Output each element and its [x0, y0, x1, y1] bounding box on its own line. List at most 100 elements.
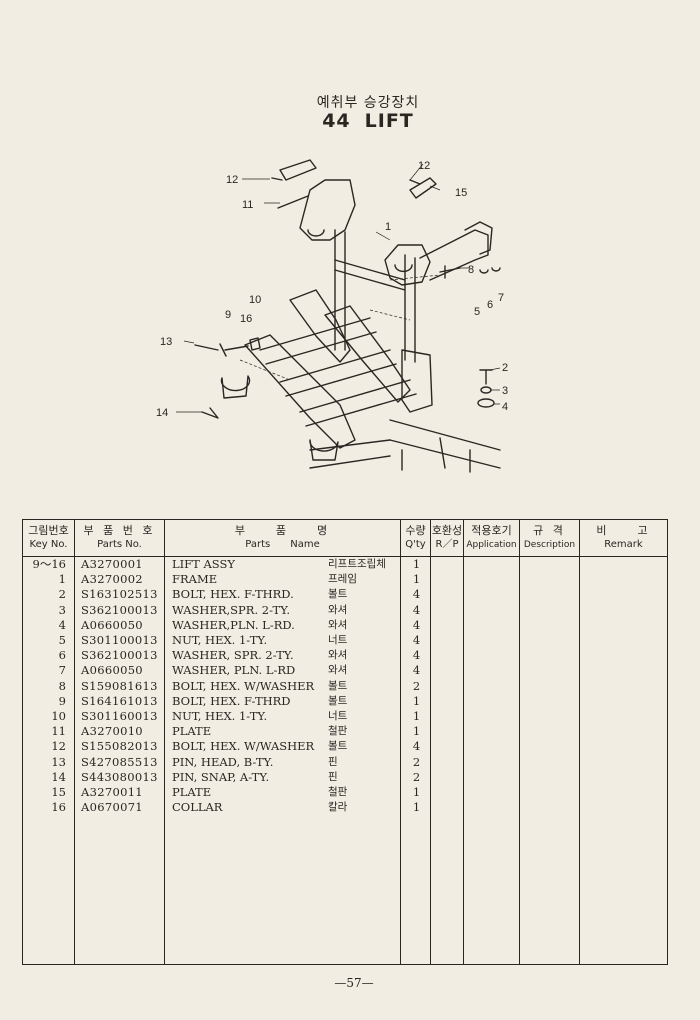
cell-quantity: 4 — [400, 633, 431, 649]
cell-remark — [579, 678, 668, 694]
empty-cell — [74, 815, 165, 965]
empty-cell — [164, 815, 401, 965]
cell-remark — [579, 739, 668, 755]
cell-quantity: 4 — [400, 602, 431, 618]
cell-key: 9～16 — [22, 556, 75, 573]
cell-part-name: NUT, HEX. 1-TY.너트 — [164, 709, 401, 725]
cell-application — [463, 678, 520, 694]
cell-rp — [430, 663, 464, 679]
upper-bracket-right — [384, 244, 431, 286]
lift-arm-tube-2 — [279, 349, 397, 397]
cell-part-number: A0660050 — [74, 617, 165, 634]
bolt-12-top — [271, 177, 421, 185]
part-name-english: PIN, SNAP, A-TY. — [172, 769, 270, 784]
part-name-korean: 너트 — [328, 634, 348, 647]
part-name-english: LIFT ASSY — [172, 557, 235, 571]
washer-3 — [480, 386, 492, 394]
part-name-korean: 와셔 — [328, 603, 348, 616]
cell-application — [463, 556, 520, 573]
callout: 7 — [498, 292, 504, 304]
cell-part-number: S155082013 — [74, 739, 165, 755]
base-frame-lower — [309, 439, 391, 469]
right-arm-plate — [464, 221, 493, 255]
part-name-korean: 프레임 — [328, 573, 357, 586]
cell-rp — [430, 724, 464, 740]
empty-cell — [579, 815, 668, 965]
right-arm — [419, 229, 489, 281]
part-name-korean: 와셔 — [328, 664, 348, 677]
cell-remark — [579, 587, 668, 603]
frame-crossbar — [334, 259, 406, 291]
cell-key: 4 — [22, 617, 75, 634]
cell-quantity: 1 — [400, 709, 431, 725]
cell-quantity: 1 — [400, 693, 431, 710]
frame-upright-right — [404, 254, 416, 363]
cell-quantity: 2 — [400, 769, 431, 786]
bolt-8 — [439, 265, 461, 279]
cell-part-number: S301160013 — [74, 709, 165, 725]
cell-description — [519, 754, 580, 770]
part-name-english: BOLT, HEX. F-THRD. — [172, 587, 294, 602]
cell-part-number: S159081613 — [74, 678, 165, 694]
cell-rp — [430, 556, 464, 573]
cell-key: 13 — [22, 754, 75, 770]
callout: 4 — [502, 401, 508, 413]
callout: 12 — [418, 160, 430, 172]
part-name-korean: 볼트 — [328, 679, 348, 692]
cell-description — [519, 633, 580, 649]
cell-application — [463, 785, 520, 801]
bolt-9 — [219, 343, 249, 357]
cell-description — [519, 556, 580, 573]
pin-14 — [201, 407, 219, 419]
part-name-korean: 칼라 — [328, 801, 348, 814]
cell-part-number: A3270002 — [74, 572, 165, 588]
cell-key: 11 — [22, 724, 75, 740]
cell-description — [519, 663, 580, 679]
cell-quantity: 4 — [400, 739, 431, 755]
cell-part-number: S163102513 — [74, 587, 165, 603]
lift-arm-tube-1 — [259, 317, 377, 365]
cell-application — [463, 769, 520, 786]
cell-remark — [579, 693, 668, 710]
cell-part-number: S164161013 — [74, 693, 165, 710]
part-name-english: FRAME — [172, 572, 218, 587]
callout: 13 — [160, 336, 172, 348]
part-name-english: WASHER,PLN. L-RD. — [172, 617, 295, 632]
page-number: —57— — [334, 976, 374, 990]
cell-quantity: 1 — [400, 785, 431, 801]
callout: 2 — [502, 362, 508, 374]
cell-part-number: A0670071 — [74, 800, 165, 816]
cell-part-number: S362100013 — [74, 648, 165, 664]
cell-remark — [579, 785, 668, 801]
part-name-english: PIN, HEAD, B-TY. — [172, 754, 274, 769]
callout: 6 — [487, 299, 493, 311]
cell-remark — [579, 648, 668, 664]
cell-remark — [579, 617, 668, 634]
cell-application — [463, 572, 520, 588]
section-number: 44 — [322, 110, 351, 132]
cell-part-name: WASHER,PLN. L-RD.와셔 — [164, 617, 401, 634]
cell-remark — [579, 602, 668, 618]
part-name-english: WASHER, SPR. 2-TY. — [172, 648, 294, 663]
callout: 15 — [455, 187, 467, 199]
cell-quantity: 1 — [400, 556, 431, 573]
cell-remark — [579, 709, 668, 725]
part-name-korean: 핀 — [328, 770, 338, 783]
cell-application — [463, 633, 520, 649]
cell-application — [463, 709, 520, 725]
lift-exploded-diagram: 1 2 3 4 5 6 7 8 9 10 11 12 12 13 14 15 1… — [156, 159, 508, 473]
